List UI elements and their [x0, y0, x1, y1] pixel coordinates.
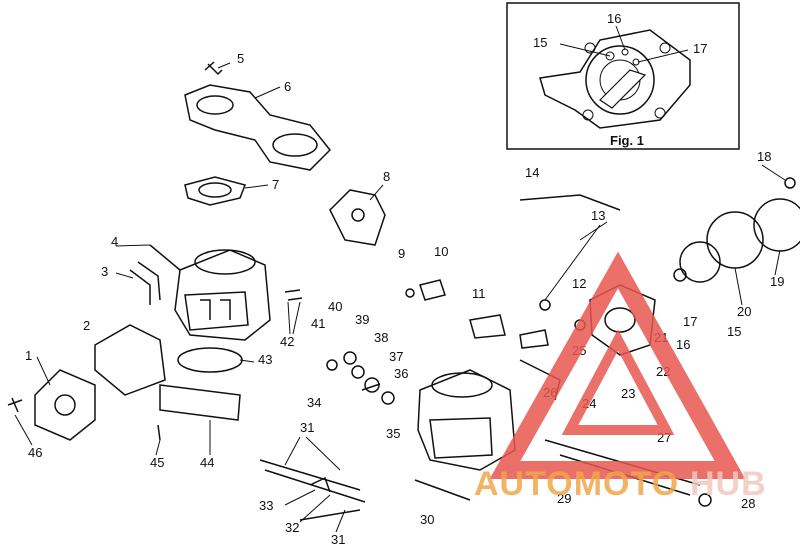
callout-41: 41: [311, 316, 325, 331]
callout-28: 28: [741, 496, 755, 511]
callout-19: 19: [770, 274, 784, 289]
callout-9: 9: [398, 246, 405, 261]
callout-8: 8: [383, 169, 390, 184]
callout-36: 36: [394, 366, 408, 381]
callout-15: 15: [727, 324, 741, 339]
callout-16-inset: 16: [607, 11, 621, 26]
callout-31-top: 31: [300, 420, 314, 435]
callout-2: 2: [83, 318, 90, 333]
callout-23: 23: [621, 386, 635, 401]
watermark-logo: AUTOMOTO HUB: [474, 251, 767, 503]
callout-44: 44: [200, 455, 214, 470]
leader-lines: [14, 62, 786, 533]
watermark-text-automoto: AUTOMOTO: [474, 465, 679, 503]
callout-46: 46: [28, 445, 42, 460]
callout-10: 10: [434, 244, 448, 259]
callout-3: 3: [101, 264, 108, 279]
watermark-text-hub: HUB: [690, 465, 767, 503]
callout-14: 14: [525, 165, 539, 180]
callouts: 5 6 7 8 4 3 2 1 46 45 44 43 42 41 40 39 …: [25, 51, 784, 547]
inset-caption: Fig. 1: [610, 133, 644, 148]
callout-45: 45: [150, 455, 164, 470]
callout-42: 42: [280, 334, 294, 349]
callout-34: 34: [307, 395, 321, 410]
callout-17: 17: [683, 314, 697, 329]
callout-33: 33: [259, 498, 273, 513]
callout-38: 38: [374, 330, 388, 345]
callout-31-bottom: 31: [331, 532, 345, 545]
callout-12: 12: [572, 276, 586, 291]
inset-figure: Fig. 1 16 15 17: [506, 2, 740, 150]
callout-30: 30: [420, 512, 434, 527]
middle-parts: [259, 279, 516, 521]
callout-40: 40: [328, 299, 342, 314]
callout-6: 6: [284, 79, 291, 94]
callout-11: 11: [472, 286, 486, 301]
callout-16: 16: [676, 337, 690, 352]
callout-20: 20: [737, 304, 751, 319]
callout-37: 37: [389, 349, 403, 364]
left-assembly: [7, 61, 386, 441]
callout-5: 5: [237, 51, 244, 66]
callout-35: 35: [386, 426, 400, 441]
callout-18: 18: [757, 149, 771, 164]
callout-7: 7: [272, 177, 279, 192]
callout-15-inset: 15: [533, 35, 547, 50]
callout-39: 39: [355, 312, 369, 327]
callout-17-inset: 17: [693, 41, 707, 56]
callout-43: 43: [258, 352, 272, 367]
callout-4: 4: [111, 234, 118, 249]
callout-32: 32: [285, 520, 299, 535]
callout-13: 13: [591, 208, 605, 223]
callout-1: 1: [25, 348, 32, 363]
callout-29: 29: [557, 491, 571, 506]
